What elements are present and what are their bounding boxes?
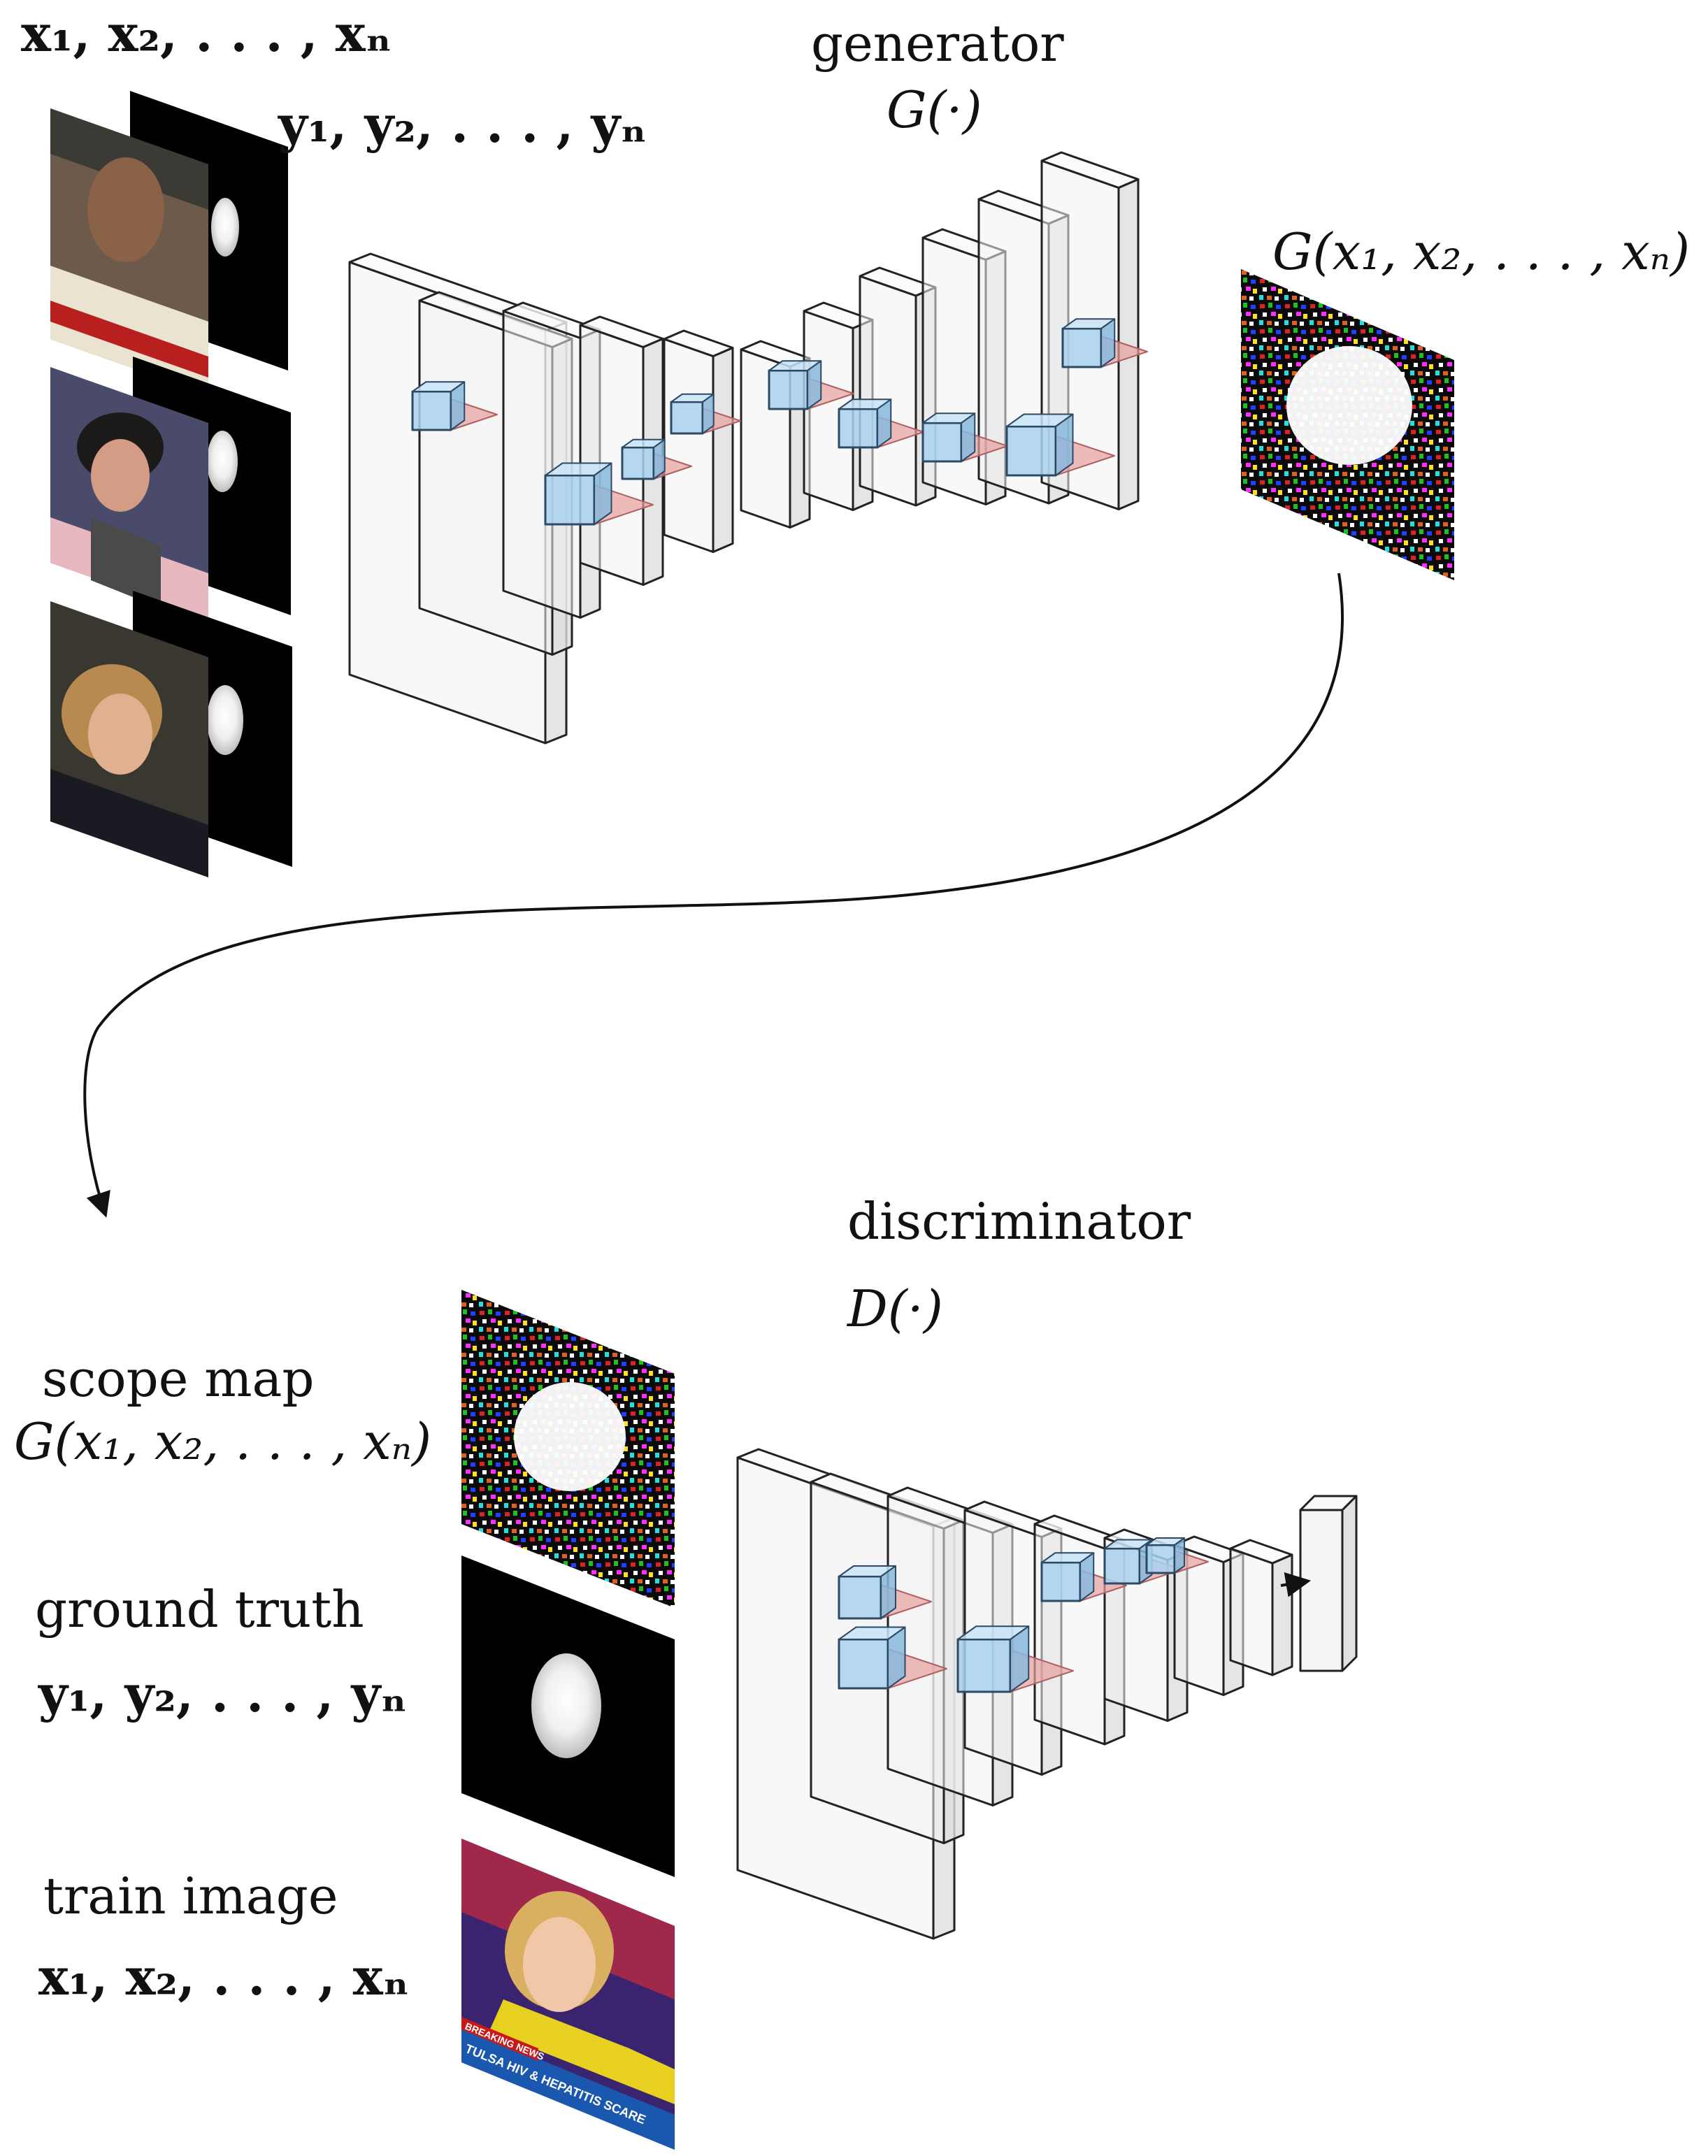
generator-output-label: G(x₁, x₂, . . . , xₙ)	[1272, 222, 1691, 281]
generator-kernel-6	[838, 398, 924, 449]
generator-output-map	[1241, 269, 1454, 580]
discriminator-output-node	[1299, 1495, 1358, 1672]
input-stack-2	[50, 357, 291, 619]
photo-1-face	[87, 157, 164, 262]
discriminator-kernel-6	[1145, 1537, 1209, 1574]
generator-network	[348, 151, 1148, 745]
discriminator-kernel-1	[838, 1565, 932, 1620]
discriminator-output-arrow	[1280, 1572, 1312, 1597]
train-image-face	[523, 1917, 596, 2012]
generator-kernel-3	[621, 438, 692, 480]
generator-kernel-2	[544, 462, 654, 526]
generator-kernel-9	[1061, 318, 1148, 368]
scope-map-function: G(x₁, x₂, . . . , xₙ)	[14, 1412, 432, 1471]
train-image-sequence: x₁, x₂, . . . , xₙ	[38, 1947, 410, 2006]
discriminator-kernel-4	[1040, 1552, 1127, 1602]
generator-kernel-5	[768, 360, 854, 410]
generator-function: G(·)	[887, 80, 982, 139]
scope-map-image	[461, 1290, 675, 1608]
train-image-label: train image	[43, 1867, 338, 1925]
face-mask-1	[211, 198, 239, 257]
generator-kernel-8	[1005, 413, 1115, 477]
discriminator-title: discriminator	[847, 1192, 1191, 1251]
ground-truth-sequence: y₁, y₂, . . . , yₙ	[38, 1664, 407, 1723]
face-mask-3	[207, 685, 243, 755]
discriminator-layer-8	[1229, 1539, 1293, 1676]
ground-truth-label: ground truth	[35, 1580, 364, 1639]
flow-arrow	[83, 573, 1344, 1218]
scope-map-label: scope map	[42, 1349, 315, 1408]
photo-2-face	[91, 439, 150, 512]
ground-truth-image	[461, 1555, 675, 1877]
discriminator-function: D(·)	[847, 1279, 943, 1338]
train-image	[461, 1839, 675, 2150]
generator-layer-5	[663, 329, 734, 553]
discriminator-kernel-2	[838, 1626, 947, 1690]
breaking-news-bar	[461, 2017, 538, 2061]
input-stack-1	[50, 91, 288, 395]
discriminator-kernel-3	[956, 1625, 1074, 1693]
ground-truth-face-mask	[531, 1653, 601, 1758]
generator-title: generator	[811, 14, 1064, 73]
top-x-sequence: x₁, x₂, . . . , xₙ	[21, 3, 392, 63]
input-stack-3	[50, 591, 292, 877]
generator-kernel-7	[921, 412, 1008, 463]
generator-kernel-4	[670, 393, 741, 435]
discriminator-network	[736, 1448, 1358, 1940]
photo-3-face	[88, 693, 152, 775]
news-ticker	[461, 2027, 675, 2150]
face-mask-2	[207, 431, 238, 492]
generator-output-face-region	[1286, 346, 1412, 465]
top-y-sequence: y₁, y₂, . . . , yₙ	[278, 94, 647, 154]
generator-kernel-1	[411, 381, 498, 431]
